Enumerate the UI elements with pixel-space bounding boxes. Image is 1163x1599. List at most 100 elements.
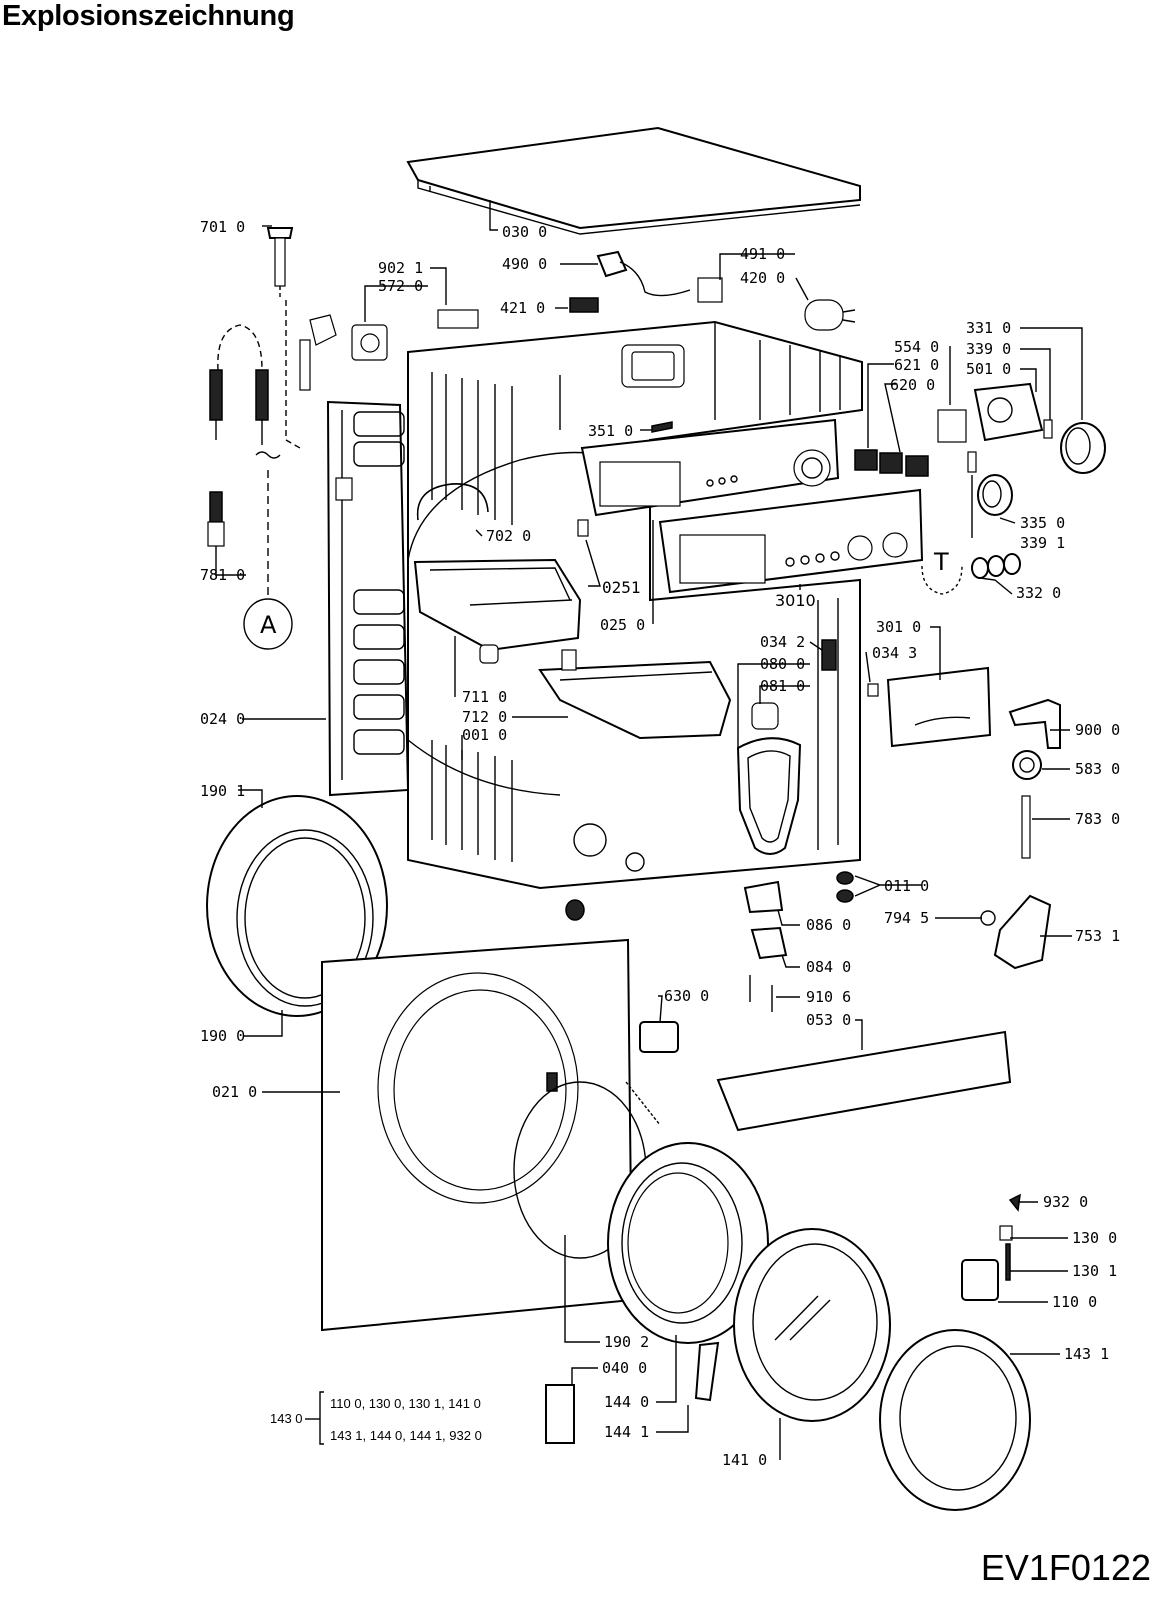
interference-filter-part	[697, 277, 723, 303]
door-lock-part	[639, 1021, 679, 1053]
mains-cable-part	[596, 250, 691, 297]
label-794: 794 5	[884, 909, 929, 927]
temperature-knob-part	[977, 474, 1013, 516]
label-084: 084 0	[806, 958, 851, 976]
plinth-part	[716, 1030, 1012, 1132]
label-025: 025 0	[600, 616, 645, 634]
label-011: 011 0	[884, 877, 929, 895]
label-021: 021 0	[212, 1083, 257, 1101]
timer-knob-part	[1060, 422, 1106, 474]
knob-axle-part	[967, 451, 977, 473]
label-0251: 0251	[602, 578, 641, 597]
label-753: 753 1	[1075, 927, 1120, 945]
latch-hook-part	[999, 1225, 1013, 1241]
label-701: 701 0	[200, 218, 245, 236]
inlet-valve-part	[299, 314, 388, 391]
label-339b: 339 1	[1020, 534, 1065, 552]
selector-switch-part	[937, 409, 967, 443]
label-141: 141 0	[722, 1451, 767, 1469]
page-title: Explosionszeichnung	[2, 0, 295, 32]
legend-line-2: 143 1, 144 0, 144 1, 932 0	[330, 1428, 482, 1443]
capacitor-part	[804, 299, 856, 331]
part-labels: 030 0 701 0 902 1 572 0 490 0 491 0 420 …	[200, 218, 1120, 1469]
terminal-block-part	[437, 309, 479, 329]
knob-spindle-part	[1043, 419, 1053, 439]
label-143: 143 1	[1064, 1345, 1109, 1363]
label-053: 053 0	[806, 1011, 851, 1029]
label-420: 420 0	[740, 269, 785, 287]
feet-part	[836, 871, 854, 903]
legend-line-1: 110 0, 130 0, 130 1, 141 0	[330, 1396, 481, 1411]
detergent-dispenser-part	[413, 558, 582, 664]
label-421: 421 0	[500, 299, 545, 317]
label-080: 080 0	[760, 655, 805, 673]
screws-part	[749, 975, 773, 1012]
label-332: 332 0	[1016, 584, 1061, 602]
label-583: 583 0	[1075, 760, 1120, 778]
push-switch-part-3	[905, 455, 929, 477]
hose-fitting-part	[207, 227, 301, 600]
diagram-code: EV1F0122	[980, 1547, 1151, 1588]
label-621: 621 0	[894, 356, 939, 374]
label-501: 501 0	[966, 360, 1011, 378]
assembly-legend: 143 0 110 0, 130 0, 130 1, 141 0 143 1, …	[270, 1396, 482, 1443]
label-190c: 190 2	[604, 1333, 649, 1351]
label-554: 554 0	[894, 338, 939, 356]
label-339a: 339 0	[966, 340, 1011, 358]
label-040: 040 0	[602, 1359, 647, 1377]
label-491: 491 0	[740, 245, 785, 263]
label-572: 572 0	[378, 277, 423, 295]
label-130a: 130 0	[1072, 1229, 1117, 1247]
label-190b: 190 0	[200, 1027, 245, 1045]
push-buttons-part	[971, 553, 1021, 579]
door-frame-part	[607, 1142, 769, 1344]
label-034b: 034 3	[872, 644, 917, 662]
leader-lines	[215, 200, 1083, 1460]
hinge-plate-part	[694, 1341, 720, 1402]
mounting-bracket-part	[1008, 698, 1061, 749]
label-301: 301 0	[876, 618, 921, 636]
door-glass-part	[733, 1228, 891, 1422]
control-panel-frame-part	[580, 418, 840, 517]
label-024: 024 0	[200, 710, 245, 728]
label-900: 900 0	[1075, 721, 1120, 739]
door-hinge-part	[545, 1384, 575, 1444]
callout-t: T	[921, 548, 963, 595]
hinge-bracket-part	[743, 880, 784, 914]
callout-a: A	[243, 598, 293, 650]
label-620: 620 0	[890, 376, 935, 394]
label-630: 630 0	[664, 987, 709, 1005]
pressure-switch-part	[1012, 750, 1042, 780]
callout-a-text: A	[260, 611, 277, 639]
fitting-part	[569, 297, 599, 313]
label-932: 932 0	[1043, 1193, 1088, 1211]
label-034a: 034 2	[760, 633, 805, 651]
label-030: 030 0	[502, 223, 547, 241]
programme-timer-part	[973, 382, 1044, 442]
control-panel-fascia-part	[658, 488, 924, 594]
label-081: 081 0	[760, 677, 805, 695]
cable-clip-small-part	[867, 683, 879, 697]
service-door-part	[886, 666, 992, 748]
detergent-drawer-part	[538, 649, 732, 740]
pressure-tube-part	[1021, 795, 1031, 859]
door-handle-part	[961, 1259, 999, 1301]
label-351: 351 0	[588, 422, 633, 440]
foot-part	[565, 899, 585, 921]
inner-door-frame-part	[879, 1329, 1031, 1511]
panel-clip-part	[577, 519, 589, 537]
legend-key: 143 0	[270, 1411, 303, 1426]
label-3010: 3010	[775, 591, 816, 610]
label-902: 902 1	[378, 259, 423, 277]
front-panel-part	[321, 938, 634, 1332]
label-001: 001 0	[462, 726, 507, 744]
top-cover-part	[406, 126, 861, 235]
label-144b: 144 1	[604, 1423, 649, 1441]
label-086: 086 0	[806, 916, 851, 934]
label-702: 702 0	[486, 527, 531, 545]
handle-pin-part	[1005, 1243, 1011, 1281]
heater-seal-part	[736, 737, 802, 855]
callout-t-text: T	[933, 548, 949, 576]
push-switch-part-1	[854, 449, 878, 471]
